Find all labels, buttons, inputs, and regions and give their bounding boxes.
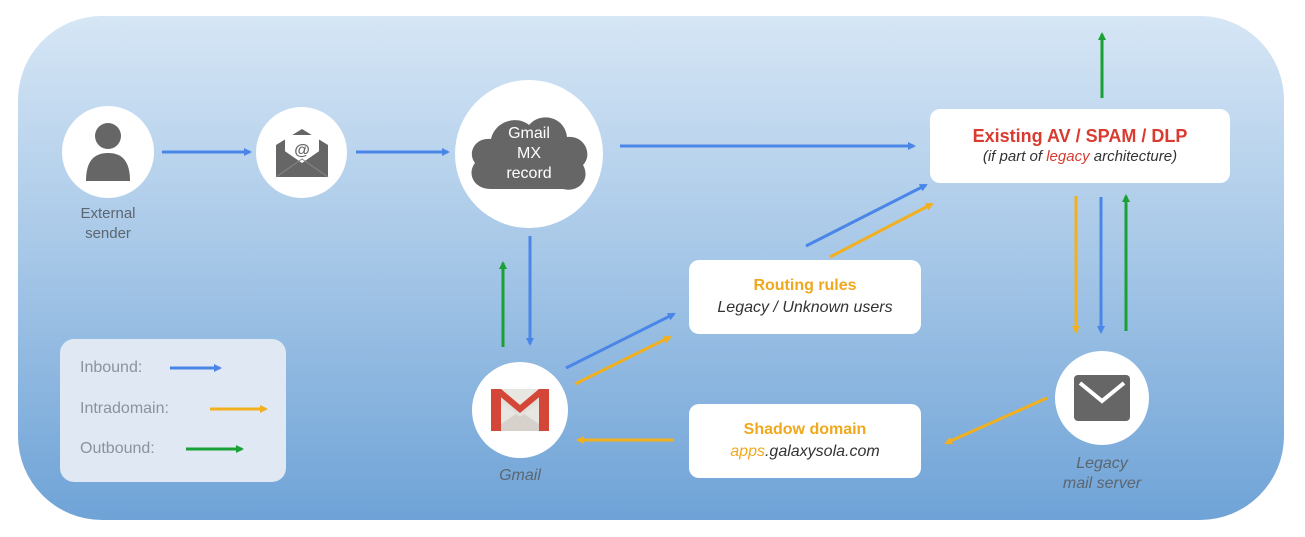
existing-filters-subtitle: (if part of legacy architecture) bbox=[983, 147, 1177, 167]
gmail-node bbox=[472, 362, 568, 458]
legacy-server-node bbox=[1055, 351, 1149, 445]
existing-filters-title: Existing AV / SPAM / DLP bbox=[972, 126, 1188, 146]
external-sender-label-line1: External bbox=[80, 205, 136, 222]
svg-text:@: @ bbox=[294, 142, 310, 159]
routing-rules-card: Routing rules Legacy / Unknown users bbox=[689, 260, 921, 334]
routing-rules-title: Routing rules bbox=[753, 277, 857, 294]
legacy-server-label-line1: Legacy bbox=[1076, 455, 1128, 472]
gmail-mx-line2: MX bbox=[516, 145, 541, 162]
cloud-icon bbox=[471, 117, 588, 190]
shadow-domain-card: Shadow domain apps.galaxysola.com bbox=[689, 404, 921, 478]
legend-inbound-label: Inbound: bbox=[80, 359, 143, 376]
legacy-server-label: Legacy mail server bbox=[1040, 454, 1164, 494]
existing-filters-subtitle-prefix: (if part of bbox=[982, 148, 1047, 165]
legend-intradomain-label: Intradomain: bbox=[80, 400, 169, 417]
legend-outbound-label: Outbound: bbox=[80, 440, 155, 457]
shadow-domain-subtitle: apps.galaxysola.com bbox=[730, 441, 879, 463]
existing-filters-card: Existing AV / SPAM / DLP (if part of leg… bbox=[930, 109, 1230, 183]
gmail-label: Gmail bbox=[499, 467, 541, 484]
gmail-mx-line1: Gmail bbox=[508, 125, 550, 142]
existing-filters-subtitle-suffix: architecture) bbox=[1089, 148, 1178, 165]
external-sender-label: External sender bbox=[58, 204, 158, 244]
routing-rules-subtitle: Legacy / Unknown users bbox=[717, 299, 893, 316]
email-node: @ bbox=[256, 107, 347, 198]
shadow-domain-title: Shadow domain bbox=[743, 421, 867, 438]
shadow-domain-subtitle-rest: .galaxysola.com bbox=[764, 443, 880, 460]
legacy-server-label-line2: mail server bbox=[1062, 475, 1142, 492]
gmail-mx-text: Gmail MX record bbox=[506, 124, 551, 184]
external-sender-node bbox=[62, 106, 154, 198]
legend-box bbox=[60, 339, 286, 482]
shadow-domain-subtitle-prefix: apps bbox=[730, 443, 765, 460]
mail-envelope-icon bbox=[1074, 375, 1130, 421]
existing-filters-subtitle-highlight: legacy bbox=[1046, 148, 1090, 165]
email-envelope-icon: @ bbox=[275, 128, 328, 177]
gmail-mx-line3: record bbox=[506, 165, 552, 182]
gmail-logo-icon bbox=[491, 389, 549, 431]
gmail-mx-node: Gmail MX record bbox=[455, 80, 603, 228]
external-sender-label-line2: sender bbox=[85, 225, 131, 242]
person-icon bbox=[86, 123, 130, 181]
